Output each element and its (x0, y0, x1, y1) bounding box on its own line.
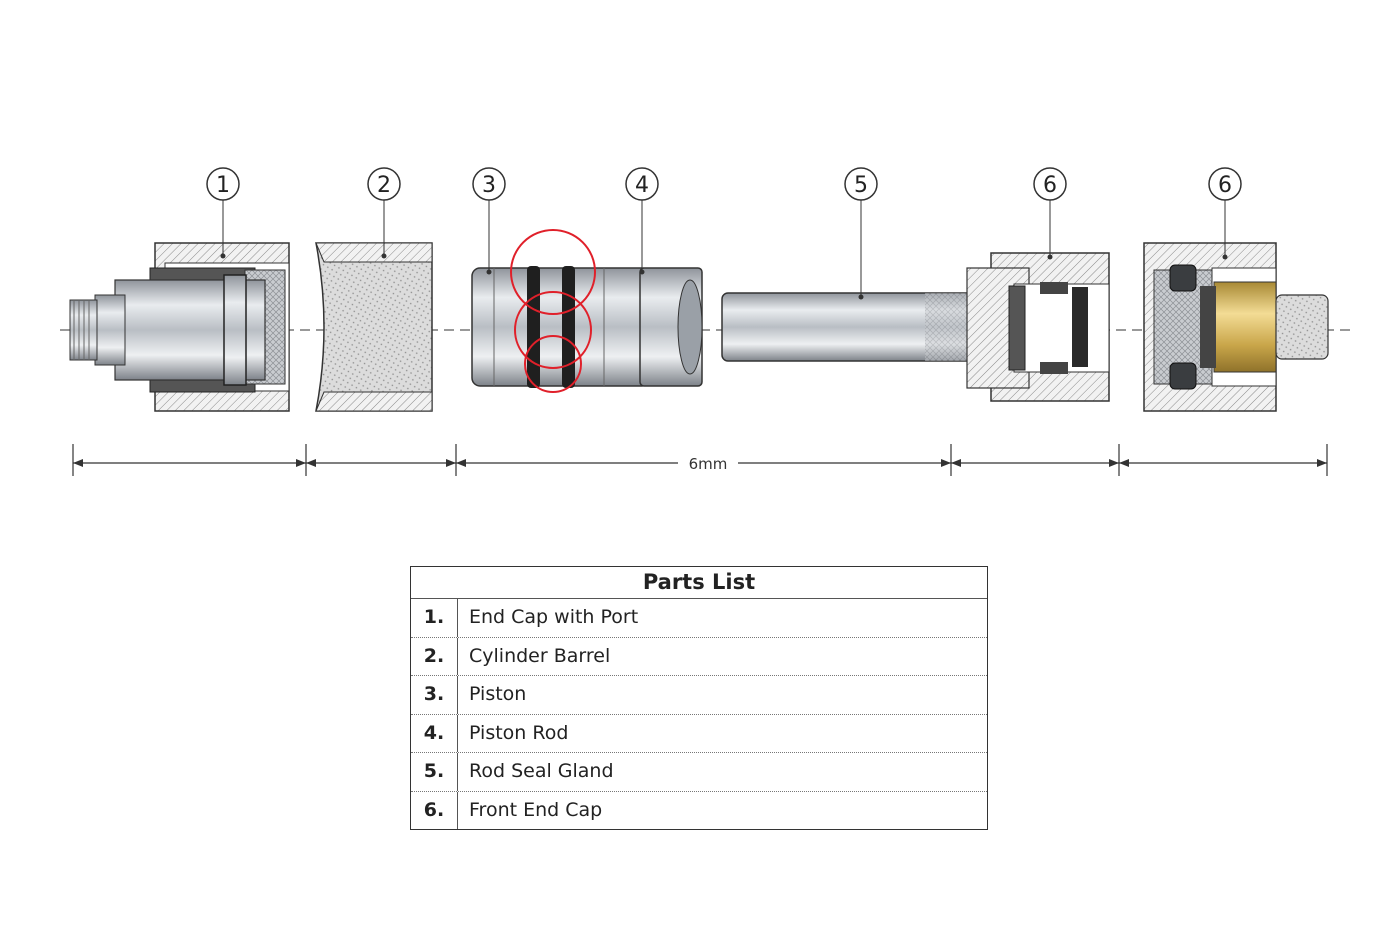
balloon-1: 1 (206, 167, 240, 259)
part-number: 5. (411, 753, 458, 791)
part-name: Piston Rod (469, 721, 569, 744)
part-1-end-cap (69, 242, 290, 412)
part-6-front-end-cap (1143, 242, 1329, 412)
part-number: 4. (411, 714, 458, 752)
parts-list-table: Parts List 1. End Cap with Port 2. Cylin… (410, 566, 988, 830)
part-name: Piston (469, 683, 527, 705)
part-2-cylinder-barrel (315, 242, 433, 412)
balloon-label: 6 (1043, 173, 1057, 198)
table-row: 5. Rod Seal Gland (411, 753, 987, 792)
balloon-4: 4 (625, 167, 659, 275)
balloon-6-gland: 6 (1033, 167, 1067, 260)
dimension-line (72, 444, 1328, 476)
part-number: 3. (411, 676, 458, 714)
balloon-label: 1 (216, 173, 230, 198)
part-number: 2. (411, 637, 458, 675)
parts-list-title: Parts List (411, 567, 987, 599)
part-number: 6. (411, 791, 458, 829)
part-name: End Cap with Port (469, 606, 639, 628)
dimension-label: 6mm (689, 455, 728, 473)
part-name: Front End Cap (469, 798, 603, 821)
balloon-2: 2 (367, 167, 401, 259)
part-3-piston (471, 229, 703, 393)
balloon-3: 3 (472, 167, 506, 275)
part-name: Cylinder Barrel (469, 644, 611, 667)
balloon-label: 3 (482, 173, 496, 198)
table-row: 2. Cylinder Barrel (411, 637, 987, 676)
balloon-5: 5 (844, 167, 878, 300)
table-row: 4. Piston Rod (411, 714, 987, 753)
part-name: Rod Seal Gland (469, 760, 614, 782)
balloon-label: 6 (1218, 173, 1232, 198)
part-number: 1. (411, 599, 458, 637)
table-row: 1. End Cap with Port (411, 599, 987, 638)
part-6-rod-seal-gland (966, 252, 1110, 402)
table-row: 6. Front End Cap (411, 791, 987, 829)
balloon-label: 2 (377, 173, 391, 198)
table-row: 3. Piston (411, 676, 987, 715)
balloon-label: 5 (854, 173, 868, 198)
balloon-label: 4 (635, 173, 649, 198)
balloon-6-front-cap: 6 (1208, 167, 1242, 260)
